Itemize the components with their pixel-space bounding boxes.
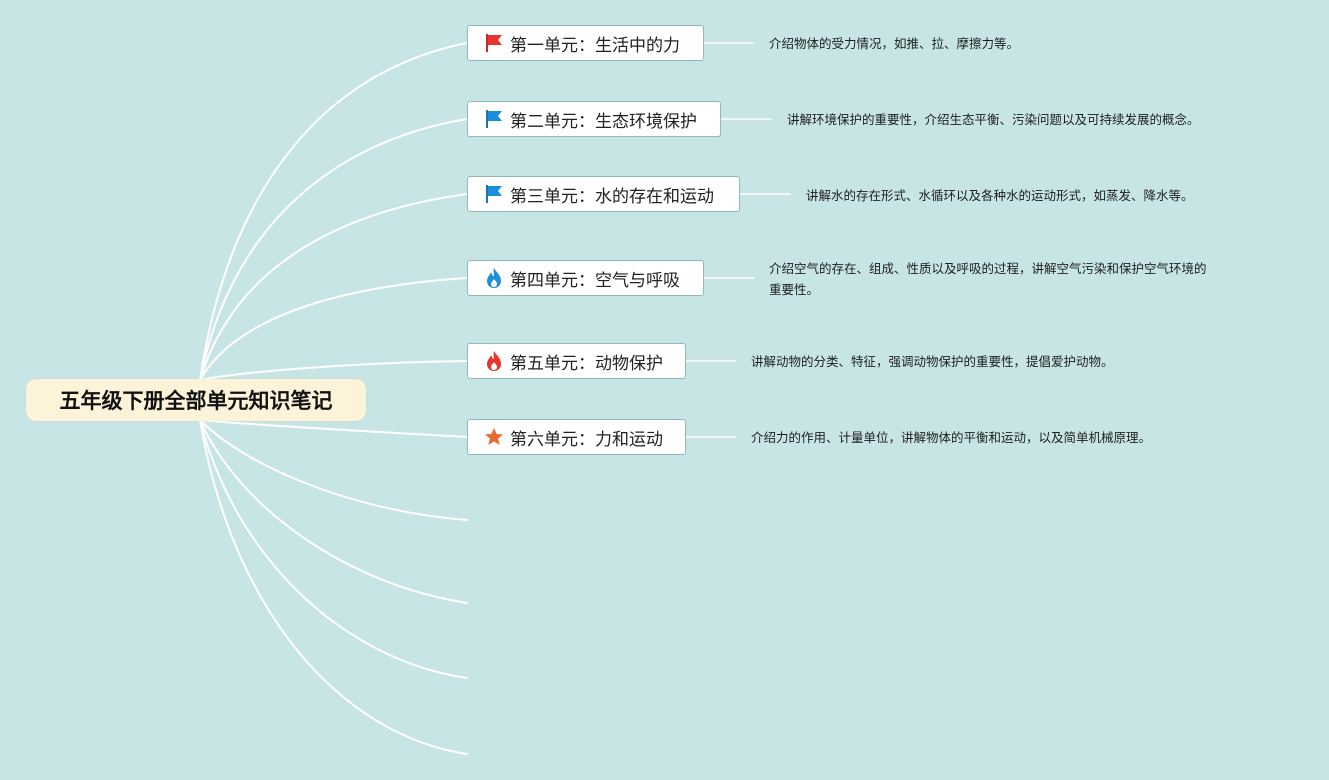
connector-empty-2 — [199, 419, 468, 604]
connector-5 — [199, 360, 468, 381]
connector-6 — [199, 419, 468, 438]
note-unit-1: 介绍物体的受力情况，如推、拉、摩擦力等。 — [769, 36, 1020, 51]
note-line: 重要性。 — [769, 282, 820, 297]
note-line: 介绍空气的存在、组成、性质以及呼吸的过程，讲解空气污染和保护空气环境的 — [769, 261, 1207, 276]
red-fire-icon — [484, 350, 504, 372]
topic-label: 第五单元：动物保护 — [510, 353, 663, 374]
connector-empty-4 — [199, 419, 468, 755]
blue-flag-icon — [484, 108, 504, 130]
note-unit-2: 讲解环境保护的重要性，介绍生态平衡、污染问题以及可持续发展的概念。 — [787, 112, 1200, 127]
connector-1 — [199, 42, 468, 381]
connector-4 — [199, 277, 468, 381]
topic-unit-4[interactable]: 第四单元：空气与呼吸 — [467, 260, 704, 296]
topic-label: 第二单元：生态环境保护 — [510, 111, 697, 132]
topic-unit-2[interactable]: 第二单元：生态环境保护 — [467, 101, 721, 137]
root-topic[interactable]: 五年级下册全部单元知识笔记 — [26, 379, 366, 421]
topic-unit-5[interactable]: 第五单元：动物保护 — [467, 343, 686, 379]
note-unit-5: 讲解动物的分类、特征，强调动物保护的重要性，提倡爱护动物。 — [751, 354, 1114, 369]
topic-unit-3[interactable]: 第三单元：水的存在和运动 — [467, 176, 740, 212]
blue-fire-icon — [484, 267, 504, 289]
topic-label: 第六单元：力和运动 — [510, 429, 663, 450]
note-unit-3: 讲解水的存在形式、水循环以及各种水的运动形式，如蒸发、降水等。 — [806, 188, 1194, 203]
connector-empty-1 — [199, 419, 468, 521]
note-unit-6: 介绍力的作用、计量单位，讲解物体的平衡和运动，以及简单机械原理。 — [751, 430, 1152, 445]
topic-label: 第三单元：水的存在和运动 — [510, 186, 714, 207]
connector-3 — [199, 193, 468, 381]
topic-label: 第一单元：生活中的力 — [510, 35, 680, 56]
orange-star-icon — [484, 426, 504, 448]
connector-empty-3 — [199, 419, 468, 679]
topic-unit-1[interactable]: 第一单元：生活中的力 — [467, 25, 704, 61]
note-unit-4: 介绍空气的存在、组成、性质以及呼吸的过程，讲解空气污染和保护空气环境的 重要性。 — [769, 258, 1207, 300]
connector-2 — [199, 118, 468, 381]
topic-label: 第四单元：空气与呼吸 — [510, 270, 680, 291]
red-flag-icon — [484, 32, 504, 54]
blue-flag-icon — [484, 183, 504, 205]
topic-unit-6[interactable]: 第六单元：力和运动 — [467, 419, 686, 455]
